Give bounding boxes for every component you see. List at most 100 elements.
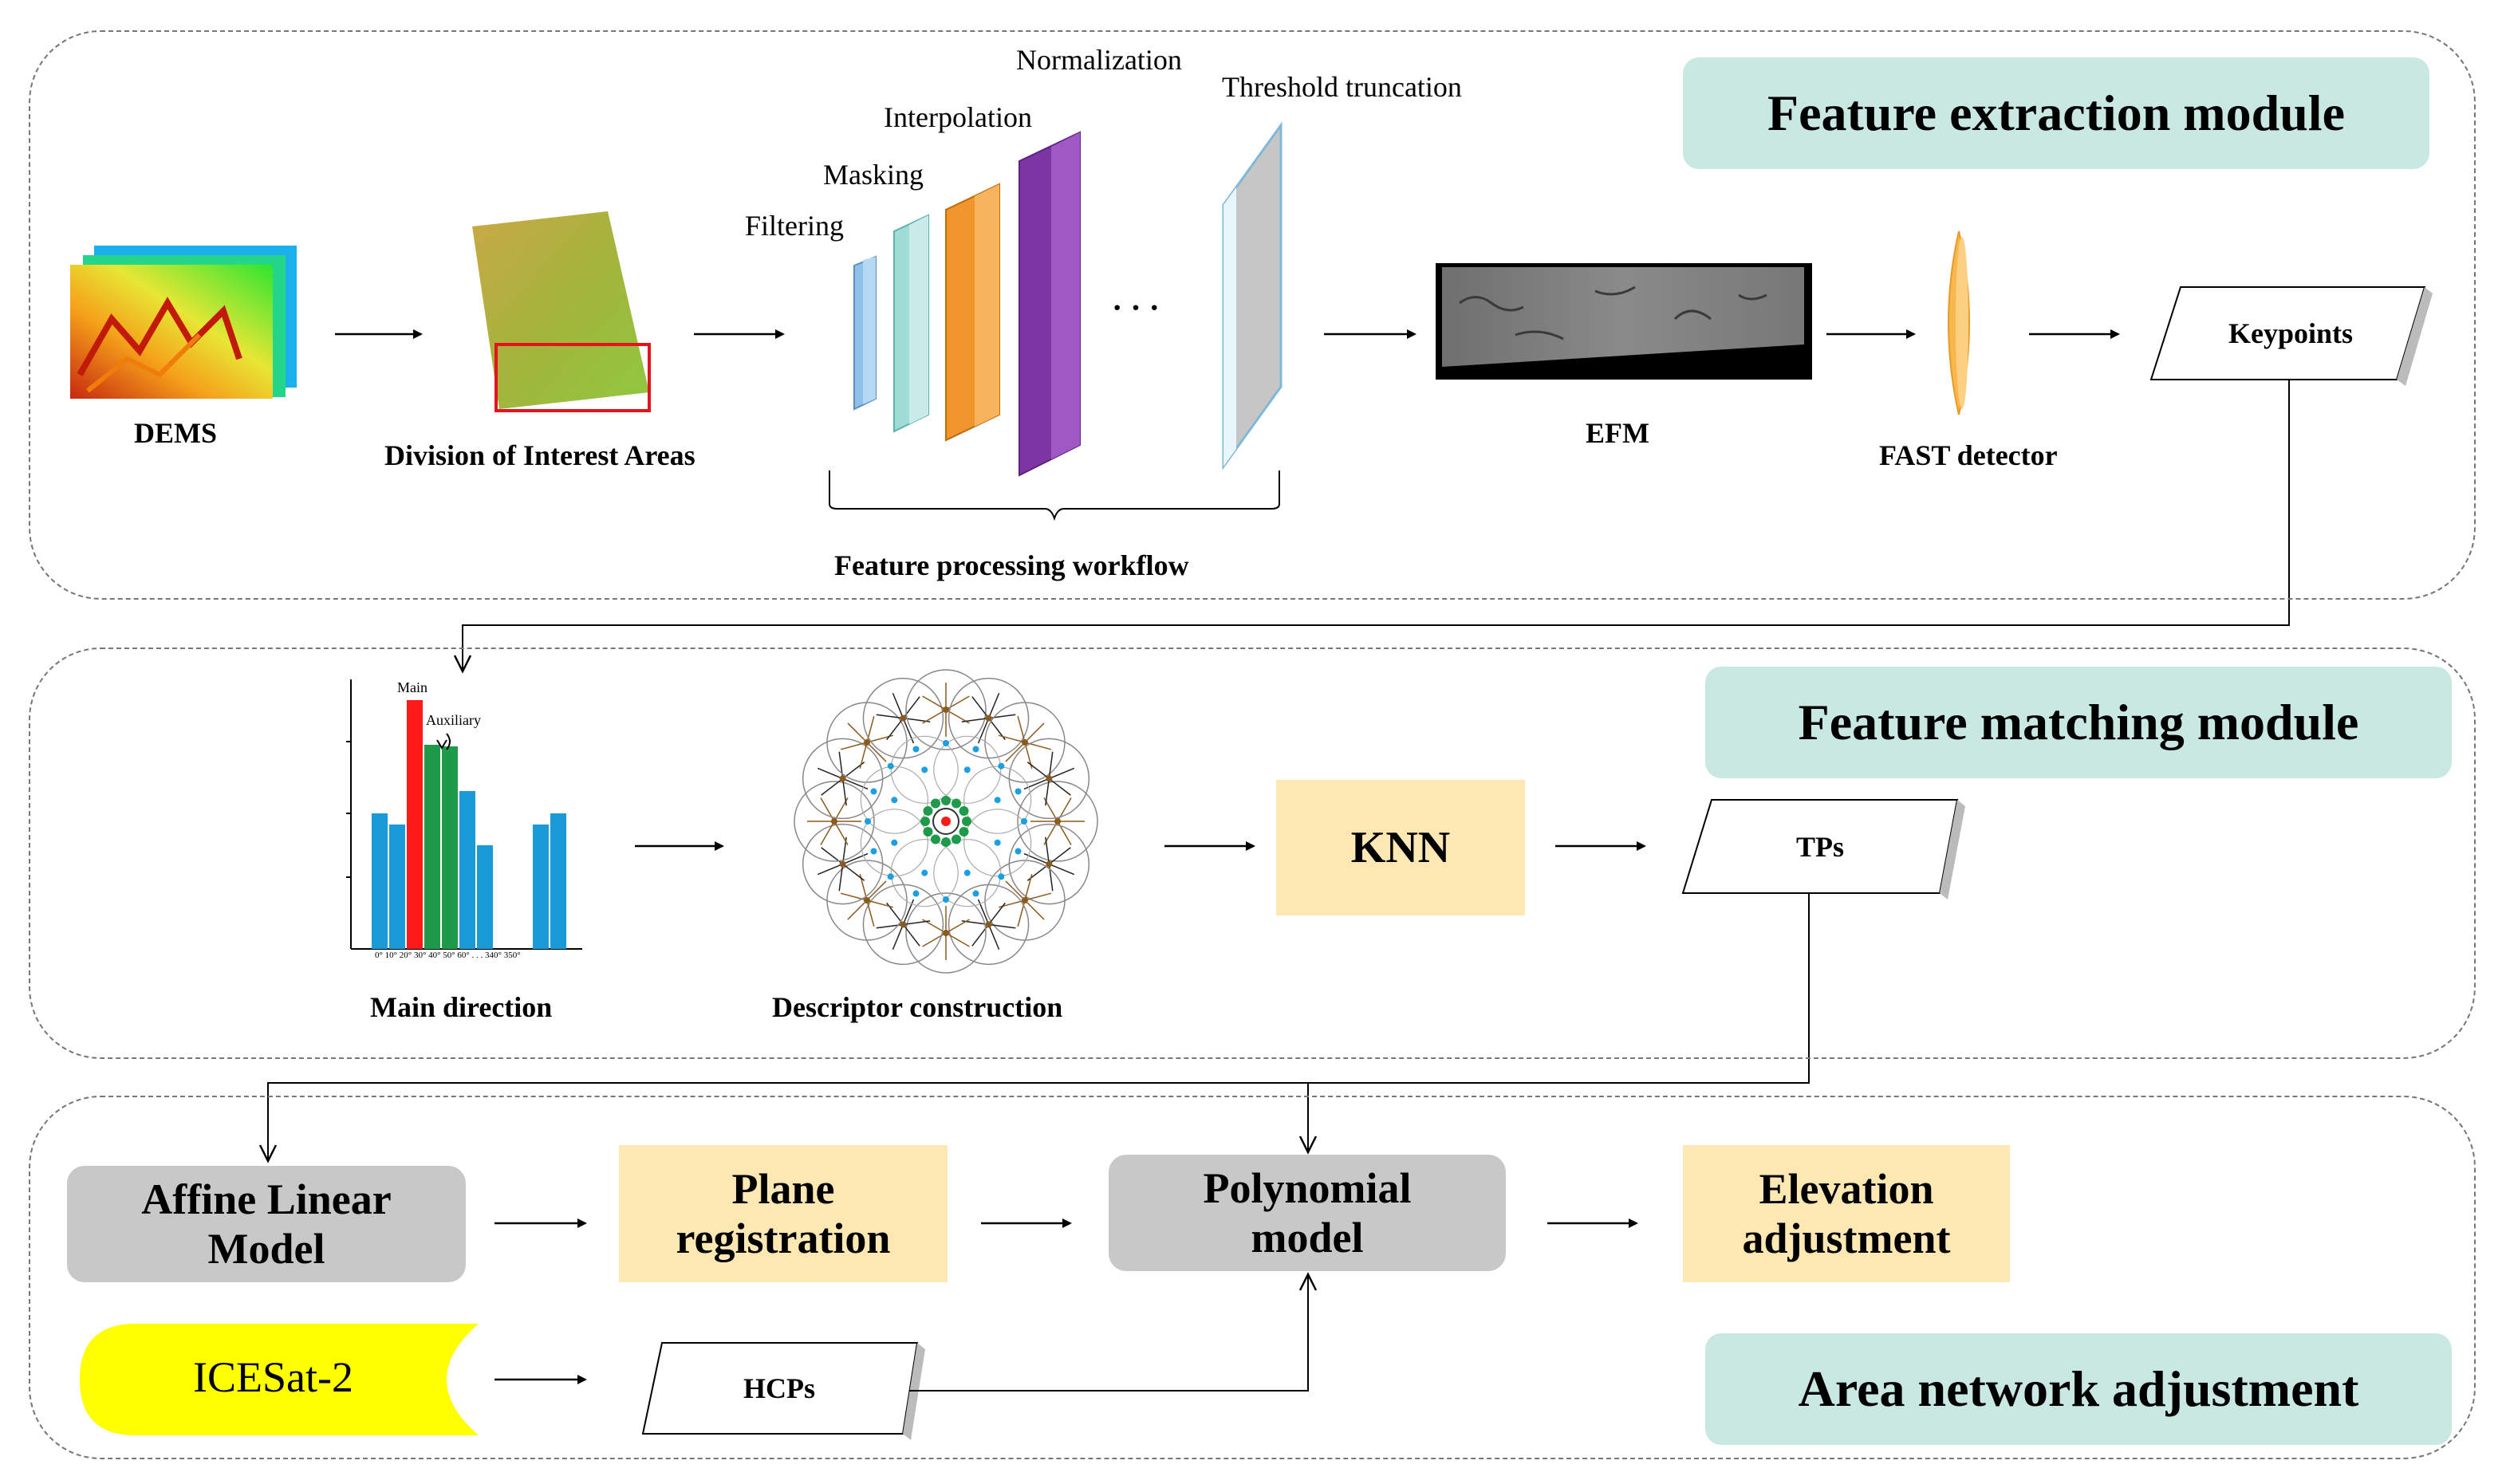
descriptor-gradient-arrow (1045, 836, 1050, 864)
descriptor-cell-center (1046, 860, 1053, 868)
hcps-label: HCPs (743, 1372, 815, 1404)
descriptor-gradient-arrow (971, 696, 990, 719)
descriptor-center-petal (952, 834, 961, 844)
icesat-label: ICESat-2 (193, 1353, 353, 1401)
descriptor-gradient-arrow (1026, 762, 1050, 780)
descriptor-inner-cell (860, 766, 928, 834)
descriptor-center-petal (920, 817, 930, 826)
descriptor-middle-dot (887, 762, 894, 770)
descriptor-gradient-arrow (1005, 742, 1026, 762)
tps-label: TPs (1795, 830, 1844, 863)
descriptor-middle-dot (887, 873, 894, 880)
descriptor-cell-center (943, 707, 949, 713)
descriptor-cell-center (1054, 818, 1061, 825)
descriptor-inner-cell (963, 766, 1032, 834)
area-network-panel (29, 1096, 2476, 1459)
icesat-shape (80, 1324, 479, 1435)
descriptor-outer-cell (794, 781, 875, 862)
descriptor-gradient-arrow (1024, 892, 1052, 901)
descriptor-cell-center (900, 714, 907, 722)
descriptor-gradient-arrow (833, 821, 849, 845)
plane-line-1: Plane (731, 1164, 835, 1213)
elevation-adjustment-box: Elevation adjustment (1683, 1145, 2010, 1282)
descriptor-middle-dot (943, 740, 949, 746)
descriptor-outer-cell (905, 669, 987, 750)
descriptor-gradient-arrow (841, 778, 847, 806)
filtering-label: Filtering (745, 210, 844, 242)
descriptor-inner-dot (891, 839, 898, 846)
descriptor-gradient-arrow (840, 742, 868, 750)
descriptor-center-petal (931, 798, 940, 809)
efm-image (1436, 263, 1812, 380)
descriptor-cell-center (831, 818, 837, 825)
descriptor-inner-cell (933, 839, 1002, 907)
descriptor-gradient-arrow (817, 767, 843, 780)
descriptor-gradient-arrow (903, 920, 931, 926)
interpolation-label: Interpolation (884, 101, 1032, 133)
descriptor-gradient-arrow (988, 923, 1016, 929)
descriptor-gradient-arrow (847, 722, 868, 743)
knn-box: KNN (1276, 780, 1525, 915)
descriptor-middle-dot (1021, 818, 1027, 825)
descriptor-outer-cell (948, 884, 1030, 966)
descriptor-center-petal (962, 817, 971, 826)
descriptor-gradient-arrow (961, 717, 989, 722)
affine-line-1: Affine Linear (141, 1175, 392, 1223)
descriptor-construction-image (794, 669, 1098, 974)
descriptor-gradient-arrow (1049, 863, 1075, 876)
descriptor-cell-center (1021, 896, 1028, 903)
affine-linear-model-box: Affine Linear Model (67, 1166, 466, 1282)
workflow-label: Feature processing workflow (834, 549, 1189, 581)
fast-detector-image (1948, 230, 1970, 415)
descriptor-cell-center (985, 921, 992, 928)
plane-registration-box: Plane registration (619, 1145, 948, 1282)
descriptor-outer-cell (905, 892, 987, 974)
feature-extraction-tag: Feature extraction module (1683, 57, 2429, 169)
descriptor-gradient-arrow (922, 695, 947, 711)
descriptor-outer-cell (1008, 738, 1090, 820)
descriptor-middle-dot (870, 788, 877, 795)
efm-label: EFM (1586, 417, 1649, 449)
descriptor-center-petal (941, 837, 951, 847)
main-direction-histogram (346, 679, 582, 950)
descriptor-inner-cell (860, 809, 928, 877)
descriptor-gradient-arrow (866, 899, 875, 927)
descriptor-gradient-arrow (866, 899, 894, 908)
descriptor-middle-dot (998, 762, 1005, 770)
descriptor-inner-cell (890, 839, 959, 907)
division-image (472, 211, 651, 412)
division-label: Division of Interest Areas (384, 439, 695, 471)
descriptor-gradient-arrow (1045, 778, 1050, 806)
processing-layers (829, 121, 1283, 522)
descriptor-cell-center (864, 896, 871, 903)
fast-detector-label: FAST detector (1879, 439, 2058, 471)
descriptor-gradient-arrow (820, 821, 835, 845)
descriptor-middle-dot (972, 890, 979, 897)
descriptor-middle-dot (865, 818, 871, 825)
descriptor-inner-cell (963, 809, 1032, 877)
descriptor-inner-dot (994, 797, 1001, 804)
descriptor-inner-dot (994, 839, 1001, 846)
descriptor-gradient-arrow (987, 924, 1000, 951)
descriptor-inner-dot (891, 797, 898, 804)
descriptor-gradient-arrow (945, 919, 970, 934)
descriptor-gradient-arrow (987, 692, 1000, 718)
masking-label: Masking (823, 159, 924, 191)
descriptor-outer-cell (1017, 781, 1098, 862)
descriptor-gradient-arrow (902, 923, 920, 947)
threshold-label: Threshold truncation (1222, 71, 1462, 103)
descriptor-gradient-arrow (1024, 873, 1033, 901)
descriptor-gradient-arrow (1048, 777, 1071, 796)
descriptor-cell-center (1021, 739, 1028, 746)
descriptor-center-petal (923, 806, 933, 816)
main-direction-label: Main direction (370, 991, 553, 1023)
descriptor-gradient-arrow (1005, 880, 1026, 901)
descriptor-cell-center (839, 860, 846, 868)
descriptor-gradient-arrow (1049, 767, 1075, 780)
descriptor-center-point (941, 817, 951, 826)
descriptor-center-petal (959, 827, 969, 836)
keypoints-label: Keypoints (2228, 317, 2354, 349)
affine-line-2: Model (207, 1225, 325, 1273)
